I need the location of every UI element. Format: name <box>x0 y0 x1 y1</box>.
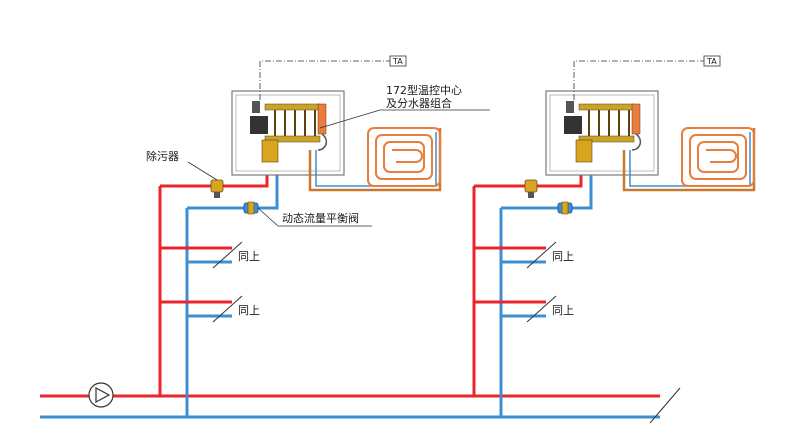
pump-icon <box>88 382 114 408</box>
thermostat-label: TA <box>392 57 403 66</box>
thermostat-label: TA <box>706 57 717 66</box>
break-mark <box>526 295 557 323</box>
unit-2: 同上 同上 <box>472 55 756 417</box>
thermostat-box-icon: TA <box>389 55 407 67</box>
break-mark <box>526 241 557 269</box>
balancing-valve-icon <box>243 201 259 215</box>
dirt-separator-label: 除污器 <box>146 149 179 163</box>
break-mark <box>212 295 243 323</box>
manifold-cabinet <box>545 90 659 176</box>
unit-1: 同上 同上 除污器 动态流量平衡阀 <box>146 55 490 417</box>
thermostat-box-icon: TA <box>703 55 721 67</box>
controller-label: 172型温控中心 <box>386 83 462 97</box>
same-as-above-label: 同上 <box>238 304 260 317</box>
return-branch <box>187 160 279 210</box>
manifold-icon <box>564 101 642 163</box>
floor-heating-coil-icon <box>681 127 755 187</box>
return-branch <box>501 160 593 210</box>
manifold-icon <box>250 101 328 163</box>
manifold-cabinet <box>231 90 345 176</box>
balancing-valve-icon <box>557 201 573 215</box>
same-as-above-label: 同上 <box>238 250 260 263</box>
manifold-label: 及分水器组合 <box>386 96 452 110</box>
break-mark <box>212 241 243 269</box>
break-mark <box>649 387 681 424</box>
dirt-separator-icon <box>210 179 224 198</box>
dirt-separator-icon <box>524 179 538 198</box>
main-pipes <box>40 387 681 424</box>
same-as-above-label: 同上 <box>552 304 574 317</box>
same-as-above-label: 同上 <box>552 250 574 263</box>
floor-heating-coil-icon <box>367 127 441 187</box>
balancing-valve-label: 动态流量平衡阀 <box>282 211 359 225</box>
